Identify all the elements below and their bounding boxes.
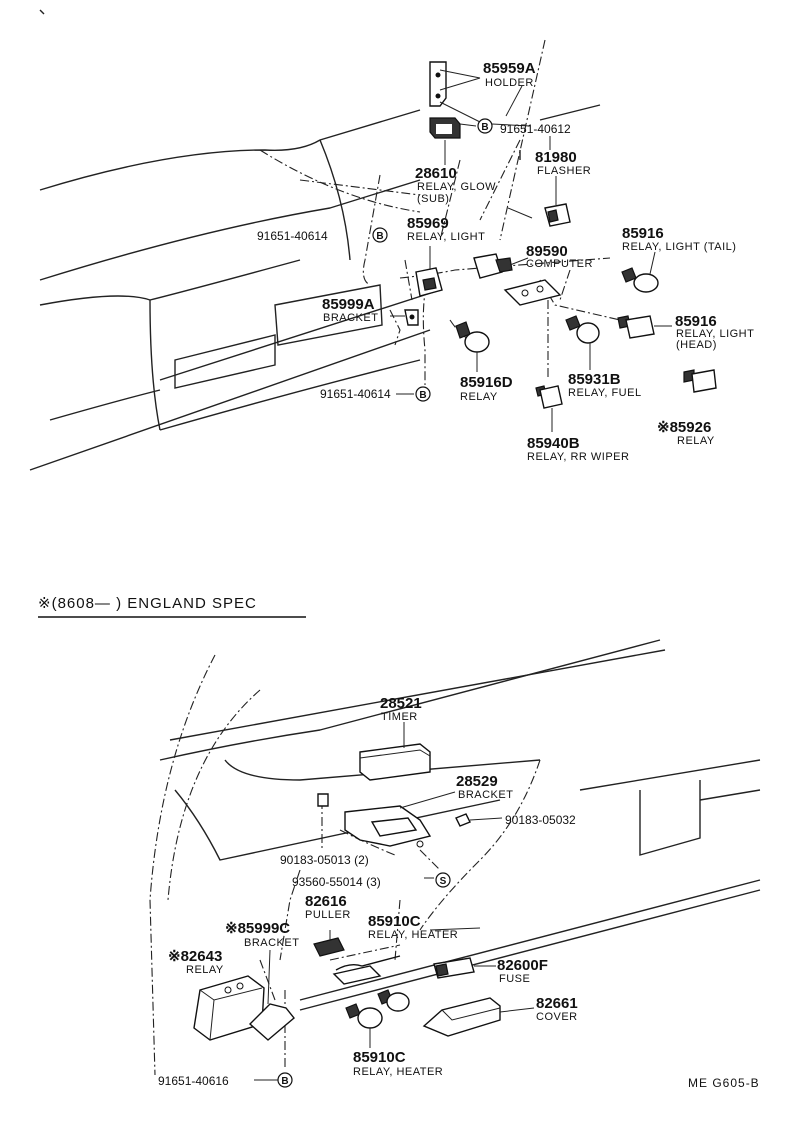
- flasher-81980: [544, 176, 571, 227]
- label-bracket-c-part: ※85999C: [225, 920, 290, 937]
- label-cover-part: 82661: [536, 995, 578, 1012]
- cover-82661: [422, 997, 535, 1037]
- label-cover-desc: COVER: [536, 1011, 578, 1023]
- diagram-reference: ME G605-B: [688, 1076, 760, 1090]
- holder-85959a: [429, 61, 481, 123]
- spec-heading: ※(8608— ) ENGLAND SPEC: [38, 595, 257, 612]
- callout-b-3: B: [415, 386, 431, 402]
- puller-82616: [313, 930, 345, 957]
- label-bolt-91651-40616: 91651-40616: [158, 1074, 229, 1088]
- relay-85916d: [455, 321, 490, 372]
- label-wiper-desc: RELAY, RR WIPER: [527, 451, 629, 463]
- label-holder-part: 85959A: [483, 60, 536, 77]
- relay-82643: [193, 975, 265, 1041]
- svg-text:B: B: [481, 122, 488, 133]
- label-fuse-part: 82600F: [497, 957, 548, 974]
- svg-text:S: S: [440, 876, 447, 887]
- label-bracket-part: 85999A: [322, 296, 375, 313]
- label-relay-d-part: 85916D: [460, 374, 513, 391]
- relay-heater-85910c-top: [332, 955, 401, 985]
- top-body-outline: [29, 9, 601, 471]
- relay-bracket-plate: [503, 279, 562, 306]
- label-tail-desc: RELAY, LIGHT (TAIL): [622, 241, 736, 253]
- label-bolt-91651-40614-b: 91651-40614: [320, 387, 391, 401]
- bracket-85999c: [248, 949, 295, 1041]
- label-flasher-desc: FLASHER: [537, 165, 591, 177]
- relay-fuel-85931b: [565, 315, 600, 370]
- relay-wiper-85940b: [535, 385, 563, 432]
- timer-28521: [359, 722, 431, 781]
- label-screw-93560-55014: 93560-55014 (3): [292, 875, 381, 889]
- label-heater-top-desc: RELAY, HEATER: [368, 929, 458, 941]
- label-relay-26-desc: RELAY: [677, 435, 715, 447]
- bolt-90183-05032: [455, 813, 503, 827]
- label-bracket-c-desc: BRACKET: [244, 937, 299, 949]
- label-bracket-desc: BRACKET: [323, 312, 378, 324]
- label-timer-part: 28521: [380, 695, 422, 712]
- label-head-desc: RELAY, LIGHT: [676, 328, 754, 340]
- label-timer-desc: TIMER: [381, 711, 418, 723]
- relay-heater-85910c-bottom: [345, 989, 410, 1048]
- label-computer-part: 89590: [526, 243, 568, 260]
- label-fuse-desc: FUSE: [499, 973, 530, 985]
- label-glow-part: 28610: [415, 165, 457, 182]
- fuse-82600f: [433, 957, 496, 979]
- label-bolt-91651-40614-a: 91651-40614: [257, 229, 328, 243]
- label-wiper-part: 85940B: [527, 435, 580, 452]
- label-holder-desc: HOLDER: [485, 77, 534, 89]
- label-glow-desc: RELAY, GLOW: [417, 181, 496, 193]
- label-light-relay-desc: RELAY, LIGHT: [407, 231, 485, 243]
- computer-89590: [473, 253, 529, 279]
- relay-head-85916: [617, 315, 672, 339]
- label-bolt-90183-05032: 90183-05032: [505, 813, 576, 827]
- label-head-part: 85916: [675, 313, 717, 330]
- relay-tail-85916: [621, 251, 659, 293]
- label-light-relay-part: 85969: [407, 215, 449, 232]
- bottom-phantom-lines: [149, 654, 541, 1076]
- label-fuel-desc: RELAY, FUEL: [568, 387, 642, 399]
- label-tail-part: 85916: [622, 225, 664, 242]
- relay-glow-28610: [429, 117, 461, 165]
- label-heater-top-part: 85910C: [368, 913, 421, 930]
- bottom-leaders: [254, 877, 481, 1081]
- callout-b-1: B: [477, 118, 493, 134]
- relay-light-85969: [415, 246, 443, 297]
- label-bolt-91651-40612: 91651-40612: [500, 122, 571, 136]
- label-heater-bottom-desc: RELAY, HEATER: [353, 1066, 443, 1078]
- svg-text:B: B: [419, 390, 426, 401]
- label-fuel-part: 85931B: [568, 371, 621, 388]
- label-relay-43-part: ※82643: [168, 948, 222, 965]
- callout-b-4: B: [277, 1072, 293, 1088]
- svg-text:B: B: [281, 1076, 288, 1087]
- callout-s: S: [435, 872, 451, 888]
- bottom-body-outline: [159, 639, 761, 1011]
- svg-text:B: B: [376, 231, 383, 242]
- label-puller-part: 82616: [305, 893, 347, 910]
- label-bracket-29-part: 28529: [456, 773, 498, 790]
- label-computer-desc: COMPUTER: [526, 258, 593, 270]
- label-relay-43-desc: RELAY: [186, 964, 224, 976]
- label-head-sub: (HEAD): [676, 339, 717, 351]
- label-heater-bottom-part: 85910C: [353, 1049, 406, 1066]
- label-bracket-29-desc: BRACKET: [458, 789, 513, 801]
- callout-b-2: B: [372, 227, 388, 243]
- label-relay-26-part: ※85926: [657, 419, 711, 436]
- label-bolt-90183-05013: 90183-05013 (2): [280, 853, 369, 867]
- bracket-85999a: [390, 309, 419, 326]
- bracket-28529: [317, 791, 456, 848]
- label-puller-desc: PULLER: [305, 909, 351, 921]
- label-flasher-part: 81980: [535, 149, 577, 166]
- label-glow-sub: (SUB): [417, 193, 449, 205]
- label-relay-d-desc: RELAY: [460, 391, 498, 403]
- relay-85926: [683, 369, 717, 393]
- top-phantom-lines: [259, 39, 621, 385]
